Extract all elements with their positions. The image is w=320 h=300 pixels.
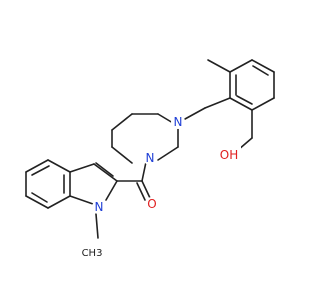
bond [25,159,49,173]
methyl-group: CH3 [82,248,103,259]
hydroxyl-group: OH [217,146,241,162]
carbonyl-oxygen: O [145,197,159,211]
bond [93,163,118,182]
indole-nitrogen: N [92,200,106,214]
bond [31,165,50,176]
bond [136,182,146,201]
bond [69,195,94,205]
bond [141,180,151,199]
bond [31,192,48,203]
bond [47,195,71,209]
bond [111,146,133,164]
atom-label-n: N [174,115,183,129]
bond [252,65,269,76]
piperazine-nitrogen-bottom: N [143,151,157,165]
atom-label-o: O [147,197,156,211]
bond [157,146,179,161]
bond [229,97,253,111]
atom-label-n: N [146,151,155,165]
piperazine-nitrogen-top: N [171,115,185,129]
bond [204,97,231,109]
bond [25,195,49,209]
bond [69,163,95,173]
bond [111,113,133,131]
bond [95,213,99,239]
atom-label-n: N [95,200,104,214]
molecule-structure: N N O N OH CH3 [25,59,275,259]
bond [229,59,253,73]
bond [105,180,118,201]
bond [141,161,147,182]
atom-label-oh: OH [220,148,238,162]
bond [207,59,231,73]
bond [251,97,275,111]
bond [251,59,275,73]
bond [47,159,71,173]
atom-label-methyl: CH3 [82,248,103,259]
bond [184,107,206,120]
bond [95,162,114,177]
bond [236,95,253,105]
